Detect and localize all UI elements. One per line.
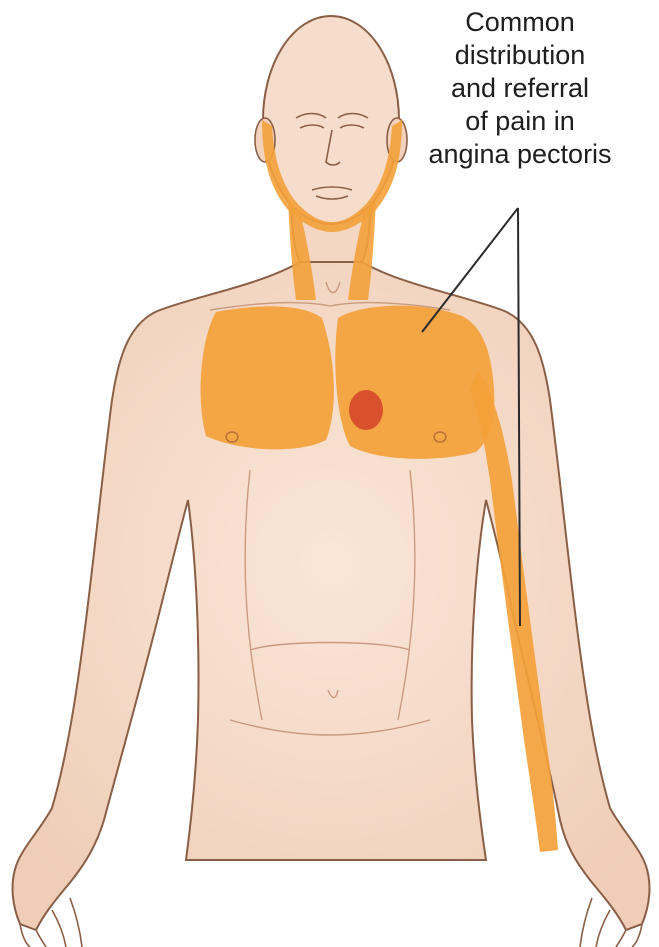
annotation-line-3: and referral (395, 72, 645, 105)
annotation-line-1: Common (395, 6, 645, 39)
annotation-label: Common distribution and referral of pain… (395, 6, 645, 171)
pain-center (349, 390, 383, 430)
right-chest-pain-area (335, 306, 494, 459)
annotation-line-2: distribution (395, 39, 645, 72)
annotation-line-4: of pain in (395, 105, 645, 138)
annotation-line-5: angina pectoris (395, 138, 645, 171)
left-chest-pain-area (201, 306, 334, 449)
